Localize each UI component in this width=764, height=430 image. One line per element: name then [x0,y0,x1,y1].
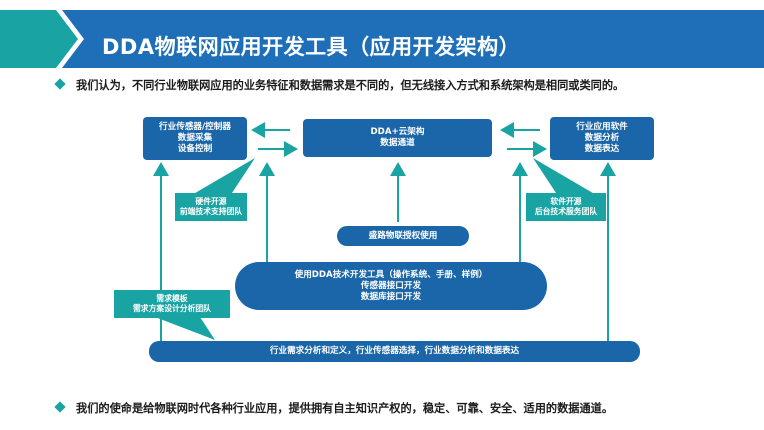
callout-requirements-line-1: 需求模板 [156,294,188,303]
bullet-text-bottom: 我们的使命是给物联网时代各种行业应用，提供拥有自主知识产权的，稳定、可靠、安全、… [76,402,614,415]
box-dda-cloud-line-1: DDA+云架构 [370,127,425,137]
callout-requirements-line-2: 需求方案设计分析团队 [133,304,211,313]
bullet-text-top: 我们认为，不同行业物联网应用的业务特征和数据需求是不同的，但无线接入方式和系统架… [76,79,625,92]
bullet-statement-top: 我们认为，不同行业物联网应用的业务特征和数据需求是不同的，但无线接入方式和系统架… [54,77,746,93]
callout-hardware-open-source: 硬件开源 前端技术支持团队 [175,193,247,221]
callout-hardware-line-2: 前端技术支持团队 [179,207,243,216]
box-dda-cloud-line-2: 数据通道 [380,138,415,148]
callout-req-pointer [155,317,215,340]
callout-hw-pointer [190,158,255,196]
pill-license: 盛路物联授权使用 [337,226,469,246]
diamond-bullet-icon [54,401,66,413]
pill-requirements-analysis-label: 行业需求分析和定义，行业传感器选择，行业数据分析和数据表达 [269,346,520,356]
box-industry-software-line-2: 数据分析 [584,133,620,143]
callout-software-open-source: 软件开源 后台技术服务团队 [526,193,606,221]
box-industry-sensors-line-2: 数据采集 [177,133,213,143]
box-industry-software-line-1: 行业应用软件 [576,122,628,132]
box-industry-software: 行业应用软件 数据分析 数据表达 [550,117,654,160]
pill-dev-tools-line-2: 传感器接口开发 [360,280,422,291]
pill-dev-tools: 使用DDA技术开发工具（操作系统、手册、样例） 传感器接口开发 数据库接口开发 [235,262,547,310]
title-banner: DDA物联网应用开发工具（应用开发架构） [0,10,764,68]
callout-software-line-1: 软件开源 [550,197,582,206]
pill-dev-tools-line-1: 使用DDA技术开发工具（操作系统、手册、样例） [294,269,488,280]
box-dda-cloud: DDA+云架构 数据通道 [303,119,492,157]
box-industry-sensors-line-1: 行业传感器/控制器 [159,122,231,132]
callout-hardware-line-1: 硬件开源 [195,197,227,206]
bullet-statement-bottom: 我们的使命是给物联网时代各种行业应用，提供拥有自主知识产权的，稳定、可靠、安全、… [54,400,746,416]
page-title: DDA物联网应用开发工具（应用开发架构） [102,35,521,59]
box-industry-software-line-3: 数据表达 [584,144,620,154]
pill-license-label: 盛路物联授权使用 [368,230,438,241]
callout-requirements: 需求模板 需求方案设计分析团队 [114,290,230,318]
callout-sw-pointer [533,158,598,196]
pill-dev-tools-line-3: 数据库接口开发 [360,291,422,302]
callout-software-line-2: 后台技术服务团队 [534,207,598,216]
box-industry-sensors: 行业传感器/控制器 数据采集 设备控制 [143,117,247,160]
pill-requirements-analysis: 行业需求分析和定义，行业传感器选择，行业数据分析和数据表达 [149,341,640,362]
box-industry-sensors-line-3: 设备控制 [177,144,213,154]
title-banner-shape [0,10,764,68]
